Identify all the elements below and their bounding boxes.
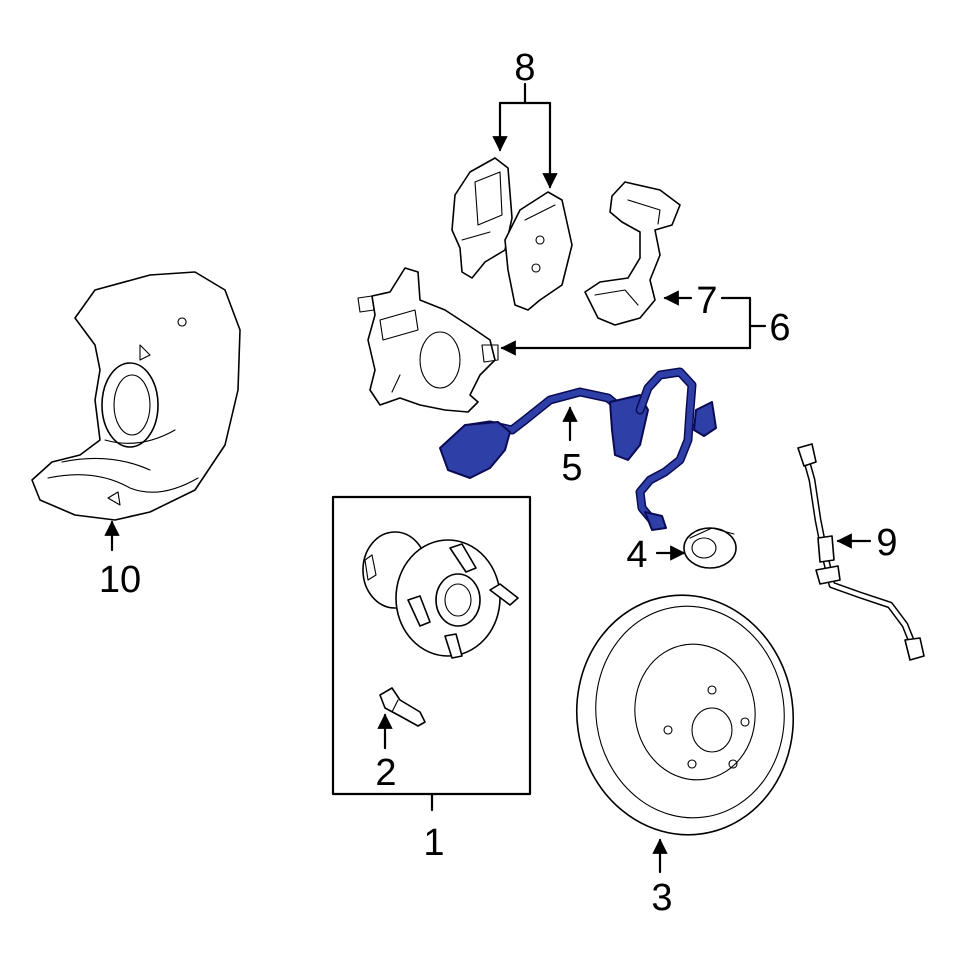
callout-7: 7 [696, 280, 717, 322]
leader-lines [104, 82, 872, 874]
caliper-bracket-part[interactable] [584, 181, 681, 326]
callout-2: 2 [375, 752, 396, 794]
brake-pad-inner-part[interactable] [504, 191, 573, 311]
hub-bolt-part[interactable] [379, 687, 426, 727]
callout-8: 8 [514, 47, 535, 89]
wheel-bearing-part[interactable] [683, 527, 737, 569]
brake-pad-outer-part[interactable] [451, 157, 513, 279]
abs-sensor-wire-part[interactable] [439, 367, 717, 531]
callout-labels: 8 7 6 5 4 9 10 2 1 3 [99, 47, 898, 919]
callout-5: 5 [561, 447, 582, 489]
brake-rotor-part[interactable] [561, 581, 808, 849]
callout-9: 9 [876, 522, 897, 564]
callout-3: 3 [651, 877, 672, 919]
callout-10: 10 [99, 559, 141, 601]
callout-1: 1 [423, 822, 444, 864]
callout-6: 6 [769, 307, 790, 349]
callout-4: 4 [626, 534, 647, 576]
hub-bearing-part[interactable] [362, 531, 519, 659]
dust-shield-part[interactable] [31, 271, 241, 521]
brake-hose-part[interactable] [797, 443, 925, 661]
caliper-part[interactable] [357, 267, 499, 413]
